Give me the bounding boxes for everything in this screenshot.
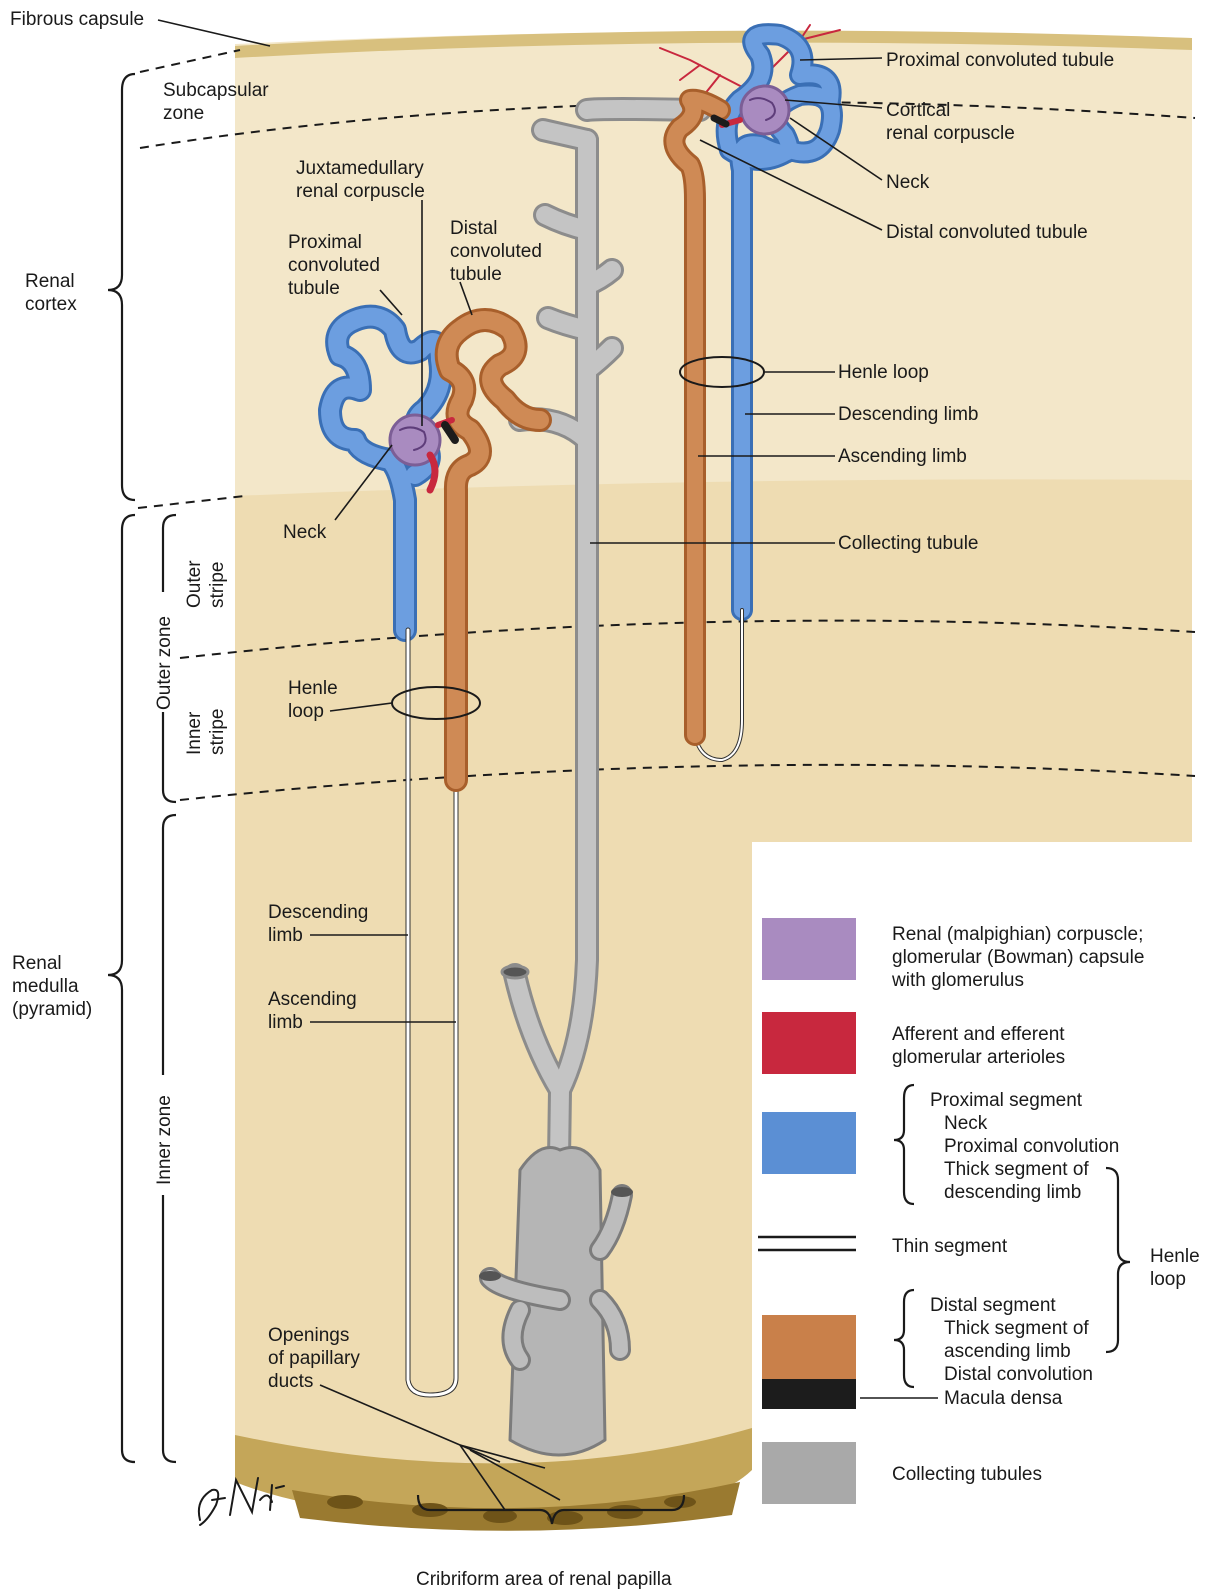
label-jux-distal-1: Distal <box>450 218 498 239</box>
legend-henle-loop-2: loop <box>1150 1269 1186 1290</box>
label-jux-proximal-1: Proximal <box>288 232 362 253</box>
juxtamedullary-nephron <box>318 304 552 1398</box>
label-cribriform: Cribriform area of renal papilla <box>416 1569 672 1589</box>
legend-swatch-arterioles <box>762 1012 856 1074</box>
legend-macula-densa: Macula densa <box>944 1388 1063 1409</box>
diagram-labels: Fibrous capsule Subcapsular zone Renal c… <box>10 9 1114 1589</box>
label-cort-proximal: Proximal convoluted tubule <box>886 50 1114 71</box>
label-jux-proximal-3: tubule <box>288 278 340 299</box>
label-jux-corpuscle-1: Juxtamedullary <box>296 158 424 179</box>
label-cort-distal: Distal convoluted tubule <box>886 222 1088 243</box>
legend-corpuscle-2: glomerular (Bowman) capsule <box>892 947 1144 968</box>
fibrous-capsule-dashed <box>139 49 241 73</box>
label-cort-henle: Henle loop <box>838 362 929 383</box>
label-openings-2: of papillary <box>268 1348 360 1369</box>
legend-thick-desc-2: descending limb <box>944 1182 1081 1203</box>
label-cort-asc: Ascending limb <box>838 446 967 467</box>
legend-distal-convolution: Distal convolution <box>944 1364 1093 1385</box>
papillary-openings <box>327 1495 696 1525</box>
cortex-medulla-boundary <box>137 495 246 509</box>
legend-proximal-convolution: Proximal convolution <box>944 1136 1119 1157</box>
left-braces <box>107 72 177 1464</box>
legend-henle-loop-1: Henle <box>1150 1246 1200 1267</box>
label-outer-stripe-1: Outer <box>184 560 205 608</box>
label-cort-desc: Descending limb <box>838 404 978 425</box>
label-outer-zone: Outer zone <box>154 616 175 710</box>
collecting-tubule-system <box>479 97 712 1457</box>
label-renal-medulla-1: Renal <box>12 953 62 974</box>
label-renal-medulla-3: (pyramid) <box>12 999 92 1020</box>
legend-corpuscle-3: with glomerulus <box>891 970 1024 991</box>
legend-neck: Neck <box>944 1113 988 1134</box>
leader-lines <box>157 19 883 1511</box>
label-jux-asc-1: Ascending <box>268 989 357 1010</box>
legend-brace-distal <box>893 1288 915 1389</box>
label-inner-zone: Inner zone <box>154 1095 175 1185</box>
label-jux-desc-1: Descending <box>268 902 368 923</box>
legend-thick-desc-1: Thick segment of <box>944 1159 1089 1180</box>
label-jux-proximal-2: convoluted <box>288 255 380 276</box>
legend-arterioles-1: Afferent and efferent <box>892 1024 1065 1045</box>
legend-corpuscle-1: Renal (malpighian) corpuscle; <box>892 924 1143 945</box>
label-subcapsular-1: Subcapsular <box>163 80 269 101</box>
label-renal-cortex-2: cortex <box>25 294 77 315</box>
label-inner-stripe-2: stripe <box>207 709 228 755</box>
label-outer-stripe-2: stripe <box>207 562 228 608</box>
label-cort-corpuscle-2: renal corpuscle <box>886 123 1015 144</box>
legend-swatch-collecting <box>762 1442 856 1504</box>
legend-distal-segment: Distal segment <box>930 1295 1056 1316</box>
label-jux-henle-1: Henle <box>288 678 338 699</box>
label-subcapsular-2: zone <box>163 103 204 124</box>
cribriform-brace <box>416 1494 686 1525</box>
medulla-region <box>235 479 1192 1467</box>
label-openings-1: Openings <box>268 1325 349 1346</box>
label-fibrous-capsule: Fibrous capsule <box>10 9 144 30</box>
label-renal-medulla-2: medulla <box>12 976 79 997</box>
label-jux-distal-2: convoluted <box>450 241 542 262</box>
label-jux-asc-2: limb <box>268 1012 303 1033</box>
legend-proximal-segment: Proximal segment <box>930 1090 1083 1111</box>
label-cort-corpuscle-1: Cortical <box>886 100 950 121</box>
label-openings-3: ducts <box>268 1371 313 1392</box>
label-jux-corpuscle-2: renal corpuscle <box>296 181 425 202</box>
legend-thick-asc-1: Thick segment of <box>944 1318 1089 1339</box>
label-jux-henle-2: loop <box>288 701 324 722</box>
label-jux-desc-2: limb <box>268 925 303 946</box>
label-jux-neck: Neck <box>283 522 327 543</box>
legend-brace-henle <box>1105 1166 1131 1354</box>
fibrous-capsule-band <box>235 30 1192 58</box>
label-renal-cortex-1: Renal <box>25 271 75 292</box>
cortical-nephron <box>659 23 843 762</box>
label-collecting-tubule: Collecting tubule <box>838 533 978 554</box>
outer-inner-zone-boundary <box>179 763 1196 801</box>
legend-swatch-distal <box>762 1315 856 1379</box>
legend-swatch-proximal <box>762 1112 856 1174</box>
label-inner-stripe-1: Inner <box>184 711 205 755</box>
legend-swatch-macula <box>762 1379 856 1409</box>
legend-swatch-corpuscle <box>762 918 856 980</box>
legend-collecting-tubules: Collecting tubules <box>892 1464 1042 1485</box>
legend-brace-proximal <box>893 1083 915 1206</box>
legend-thin-segment: Thin segment <box>892 1236 1008 1257</box>
papilla-base <box>235 1428 752 1522</box>
legend-arterioles-2: glomerular arterioles <box>892 1047 1065 1068</box>
artist-signature <box>197 1476 285 1526</box>
label-cort-neck: Neck <box>886 172 930 193</box>
label-jux-distal-3: tubule <box>450 264 502 285</box>
legend: Renal (malpighian) corpuscle; glomerular… <box>758 918 1200 1504</box>
legend-thick-asc-2: ascending limb <box>944 1341 1071 1362</box>
